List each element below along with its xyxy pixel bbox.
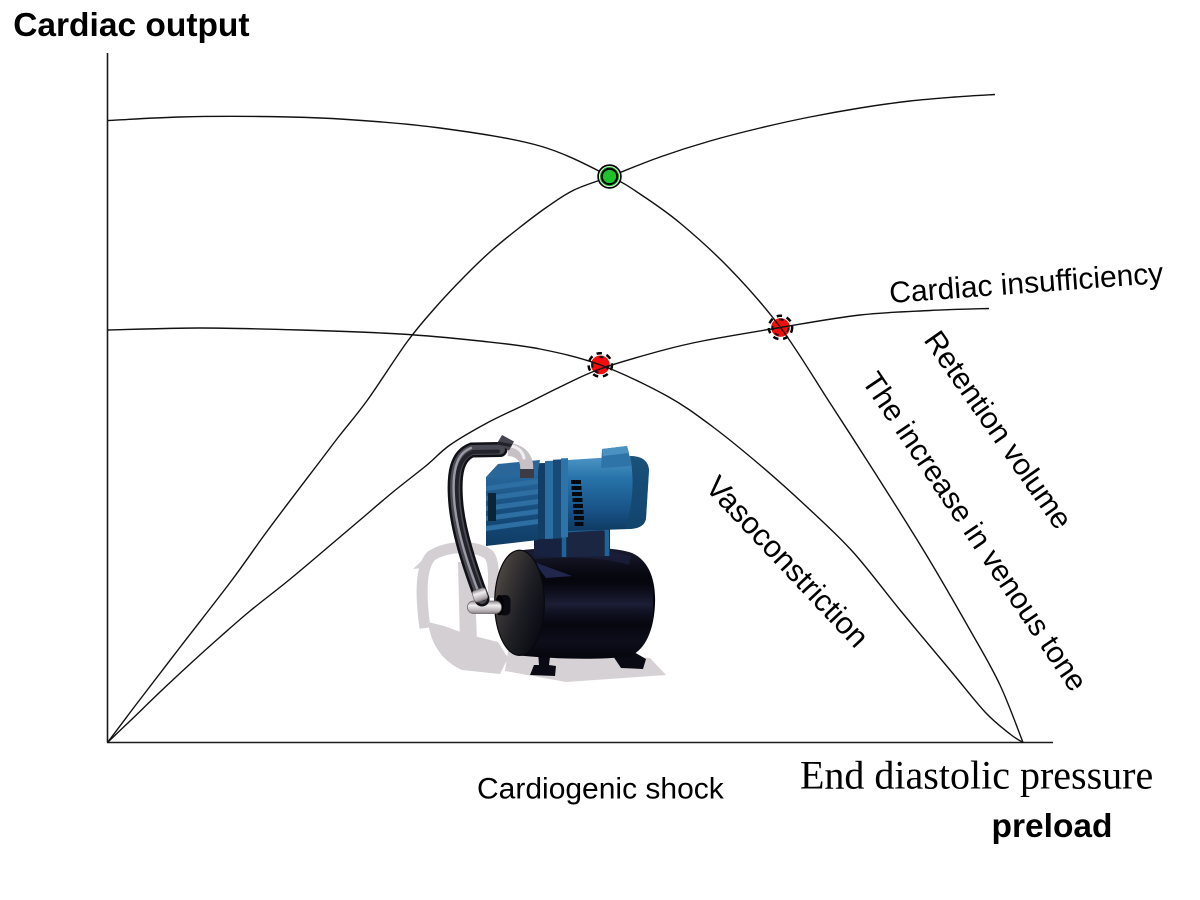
svg-text:Cardiac output: Cardiac output: [13, 7, 249, 44]
svg-text:Cardiogenic shock: Cardiogenic shock: [477, 773, 725, 806]
svg-text:Cardiac insufficiency: Cardiac insufficiency: [888, 257, 1164, 310]
svg-text:Vasoconstriction: Vasoconstriction: [699, 470, 875, 655]
svg-text:End diastolic pressure: End diastolic pressure: [800, 753, 1153, 798]
svg-text:preload: preload: [992, 808, 1113, 845]
